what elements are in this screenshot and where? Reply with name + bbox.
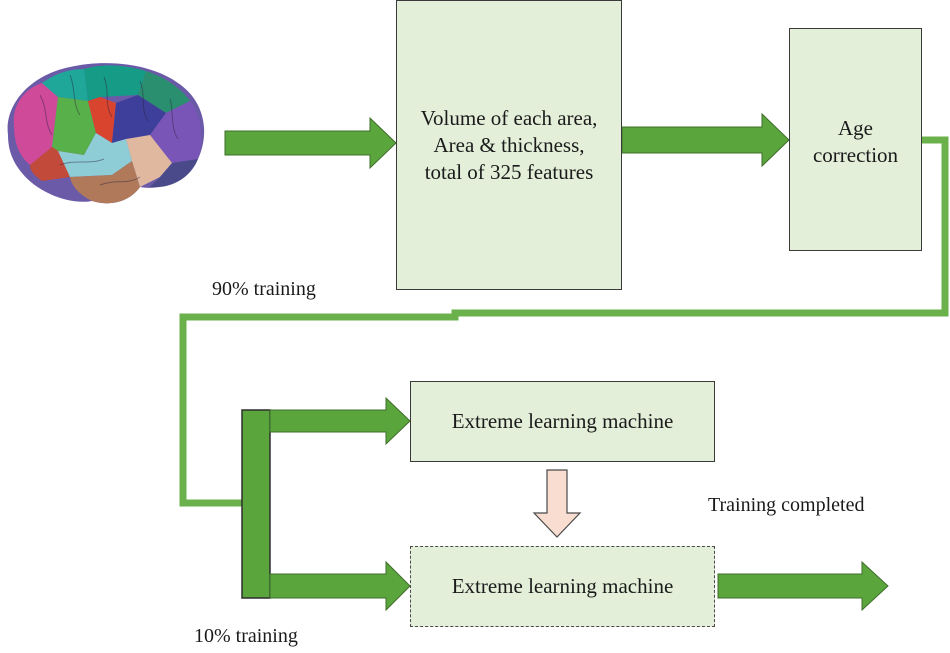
elm-top-label: Extreme learning machine — [451, 409, 674, 433]
elm-top-box: Extreme learning machine — [410, 381, 715, 462]
training-completed-label: Training completed — [708, 494, 865, 516]
features-box: Volume of each area, Area & thickness, t… — [396, 0, 622, 290]
training-90-label: 90% training — [212, 278, 316, 300]
connector-age-to-split — [179, 136, 949, 507]
features-line-3: total of 325 features — [424, 159, 594, 184]
age-correction-box: Age correction — [789, 28, 922, 251]
training-10-label: 10% training — [194, 625, 298, 647]
elm-bottom-box: Extreme learning machine — [410, 546, 715, 627]
arrow-split-to-elm-bottom — [269, 560, 411, 612]
elm-bottom-label: Extreme learning machine — [451, 574, 674, 598]
arrow-elm-transfer — [532, 469, 582, 538]
age-line-2: correction — [812, 143, 899, 167]
arrow-features-to-age — [621, 112, 790, 168]
features-line-1: Volume of each area, — [420, 105, 598, 130]
split-bar — [241, 409, 271, 599]
brain-parcellation-icon — [7, 63, 205, 204]
arrow-brain-to-features — [224, 116, 397, 170]
age-line-1: Age — [838, 116, 873, 140]
arrow-output — [717, 560, 889, 612]
arrow-split-to-elm-top — [269, 396, 411, 446]
features-line-2: Area & thickness, — [433, 132, 585, 157]
